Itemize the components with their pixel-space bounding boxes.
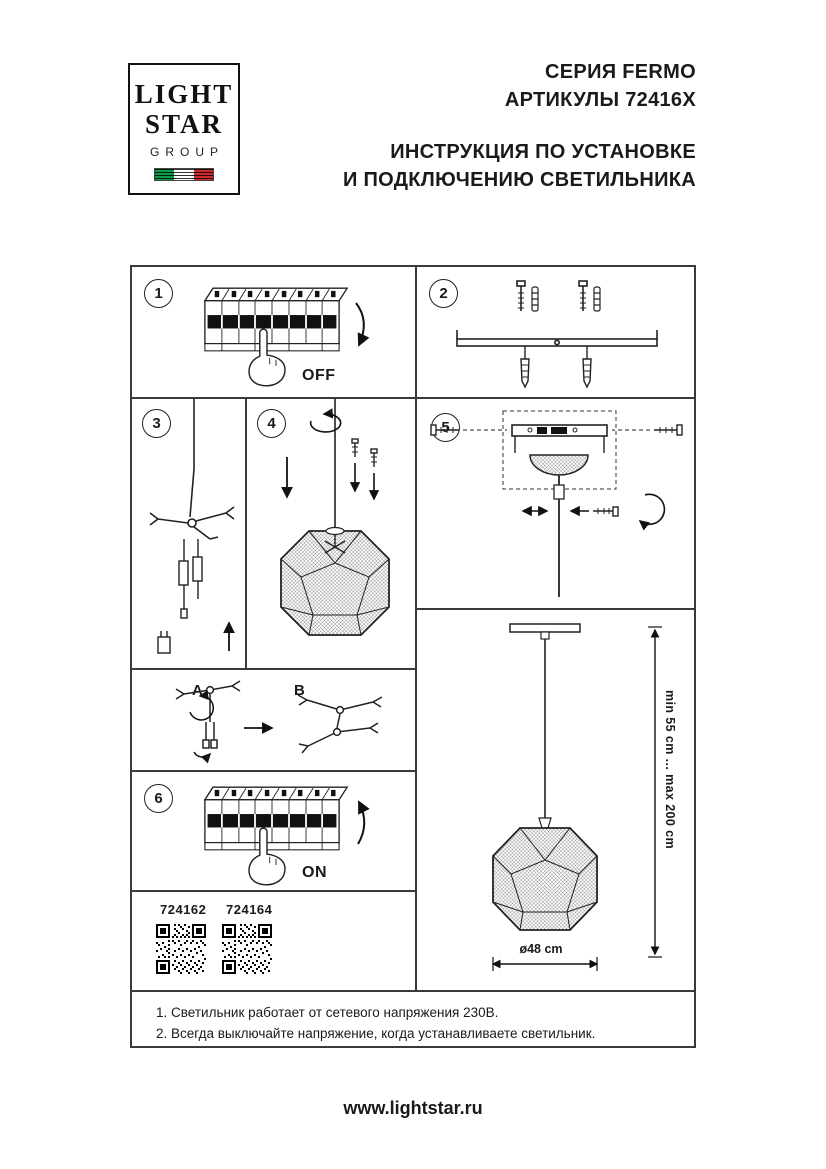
lightstar-logo: LIGHT STAR GROUP (128, 63, 240, 195)
logo-word-star: STAR (144, 109, 224, 139)
step-6-number: 6 (144, 784, 173, 813)
step-4-panel: 4 (247, 399, 417, 670)
qr-code-icon (156, 924, 206, 974)
detail-b-label: B (294, 682, 305, 699)
step-2-panel: 2 (417, 267, 696, 399)
detail-a-label: A (192, 682, 203, 699)
mounting-hardware-diagram (456, 280, 658, 389)
diameter-dimension-label: ø48 cm (519, 942, 563, 956)
article-number-1: 724162 (160, 902, 207, 917)
italian-flag-icon (154, 168, 214, 181)
height-dimension-label: min 55 cm ... max 200 cm (663, 690, 677, 849)
doc-title-line2: И ПОДКЛЮЧЕНИЮ СВЕТИЛЬНИКА (342, 169, 696, 191)
article-number-2: 724164 (226, 902, 273, 917)
note-line-2: 2. Всегда выключайте напряжение, когда у… (156, 1026, 596, 1041)
instruction-grid: 1 OFF 2 (130, 265, 696, 1048)
articles-line: АРТИКУЛЫ 72416X (504, 89, 696, 111)
step-4-number: 4 (257, 409, 286, 438)
note-line-1: 1. Светильник работает от сетевого напря… (156, 1005, 499, 1020)
series-title: СЕРИЯ FERMO (545, 61, 696, 83)
notes-panel: 1. Светильник работает от сетевого напря… (132, 990, 694, 1046)
pendant-dimensions-diagram (491, 623, 662, 971)
detail-ab-panel: A B (132, 670, 417, 772)
doc-title-line1: ИНСТРУКЦИЯ ПО УСТАНОВКЕ (390, 141, 696, 163)
qr-code-icon (222, 924, 272, 974)
canopy-mounting-diagram (430, 410, 683, 597)
step-1-panel: 1 OFF (132, 267, 417, 399)
bracket-detail-diagram (175, 680, 383, 764)
step-3-panel: 3 (132, 399, 247, 670)
step-5-panel: 5 (417, 399, 696, 610)
shade-assembly-diagram (280, 399, 390, 636)
header: СЕРИЯ FERMO АРТИКУЛЫ 72416X ИНСТРУКЦИЯ П… (343, 58, 696, 194)
step-1-number: 1 (144, 279, 173, 308)
step-6-panel: 6 ON (132, 772, 417, 892)
step-3-number: 3 (142, 409, 171, 438)
qr-codes (156, 924, 272, 974)
circuit-breaker-on-diagram (203, 786, 370, 886)
pendant-dimensions-panel: min 55 cm ... max 200 cm ø48 cm (417, 610, 696, 990)
off-label: OFF (302, 367, 336, 384)
circuit-breaker-off-diagram (203, 287, 370, 387)
logo-word-light: LIGHT (134, 79, 234, 109)
suspension-bracket-diagram (149, 399, 235, 654)
logo-word-group: GROUP (149, 145, 224, 159)
on-label: ON (302, 864, 327, 881)
step-2-number: 2 (429, 279, 458, 308)
website-link[interactable]: www.lightstar.ru (343, 1098, 483, 1118)
articles-panel: 724162 724164 (132, 892, 417, 990)
